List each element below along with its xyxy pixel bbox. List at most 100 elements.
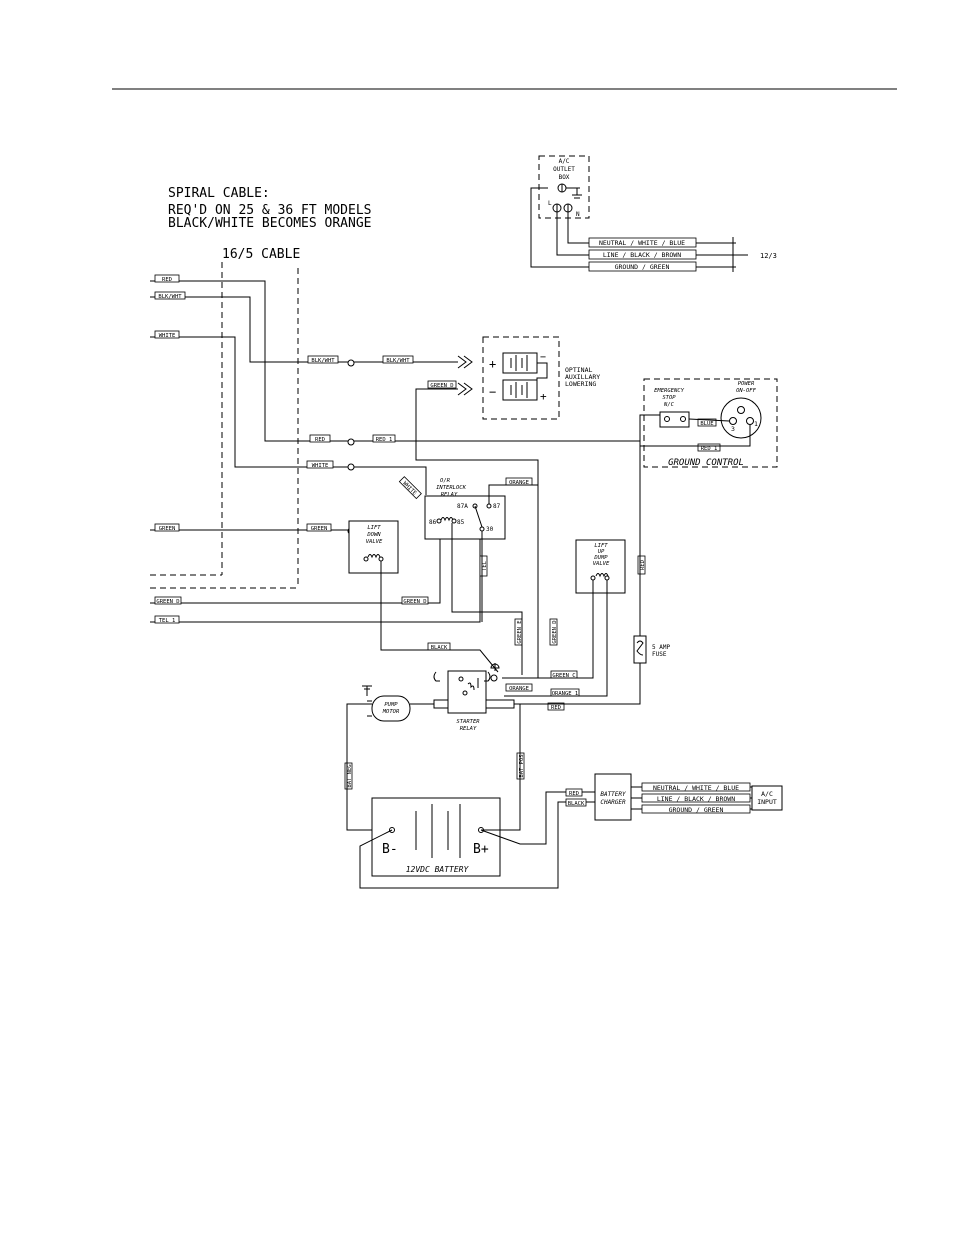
outlet-title-2: OUTLET	[553, 166, 575, 173]
charger-ground-wire-label: GROUND / GREEN	[669, 806, 724, 814]
fuse-label-2: FUSE	[652, 651, 667, 658]
charger-label-1: BATTERY	[600, 791, 626, 798]
fuse: 5 AMP FUSE	[515, 441, 670, 705]
battery-pos-label: B+	[473, 842, 489, 857]
label-white-a: WHITE	[312, 463, 329, 469]
terminal-1: 1	[754, 420, 758, 428]
aux-plus-2: +	[540, 390, 547, 403]
starter-relay: STARTER RELAY	[410, 663, 515, 732]
relay-label-1: O/R	[440, 478, 451, 484]
fuse-label-1: 5 AMP	[652, 644, 670, 651]
label-bat-neg: BAT NEG	[347, 764, 353, 787]
aux-plus-1: +	[489, 357, 496, 371]
label-green-c: GREEN C	[552, 673, 575, 679]
spiral-title: SPIRAL CABLE:	[168, 186, 270, 201]
label-blkwht-b: BLK/WHT	[386, 358, 410, 364]
relay-pin-87a: 87A	[457, 503, 468, 510]
wire-label-white: WHITE	[159, 333, 176, 339]
charger-line-wire-label: LINE / BLACK / BROWN	[657, 795, 735, 803]
spiral-line-2: BLACK/WHITE BECOMES ORANGE	[168, 216, 372, 231]
lift-up-label-4: VALVE	[593, 561, 610, 567]
lift-up-label-3: DUMP	[593, 555, 608, 561]
spiral-cable-note: SPIRAL CABLE: REQ'D ON 25 & 36 FT MODELS…	[168, 186, 372, 262]
battery: B- B+ 12VDC BATTERY	[359, 703, 566, 889]
wire-label-blkwht: BLK/WHT	[158, 294, 182, 300]
aux-lowering: + − − + OPTINAL AUXILLARY LOWERING	[415, 336, 600, 678]
pump-label-1: PUMP	[384, 702, 398, 708]
label-blue: BLUE	[700, 421, 713, 427]
outlet-neutral-wire-label: NEUTRAL / WHITE / BLUE	[599, 239, 685, 247]
battery-neg-label: B-	[382, 842, 398, 857]
charger-neutral-wire-label: NEUTRAL / WHITE / BLUE	[653, 784, 739, 792]
ac-input-label-1: A/C	[761, 790, 773, 798]
starter-label-1: STARTER	[456, 719, 480, 725]
label-green-e: GREEN E	[517, 620, 523, 643]
ac-outlet-box: A/C OUTLET BOX L N NEUTRAL / WHITE / BLU…	[530, 155, 777, 272]
outlet-title-3: BOX	[559, 174, 570, 181]
label-orange-1: ORANGE 1	[552, 691, 579, 697]
outlet-l-label: L	[548, 200, 552, 207]
battery-voltage-label: 12VDC BATTERY	[406, 865, 470, 874]
charger-black-label: BLACK	[568, 801, 585, 807]
wire-label-tel: TEL 1	[159, 618, 176, 624]
lift-up-label-1: LIFT	[594, 543, 608, 549]
ac-input-label-2: INPUT	[757, 798, 777, 806]
outlet-n-label: N	[576, 211, 580, 218]
aux-minus-1: −	[489, 385, 496, 399]
power-keyswitch	[720, 397, 762, 439]
aux-label-1: OPTINAL	[565, 366, 592, 374]
aux-battery-1	[502, 352, 538, 374]
label-blkwht-a: BLK/WHT	[311, 358, 335, 364]
lift-up-dump-valve: LIFT UP DUMP VALVE	[502, 539, 626, 697]
connectors	[347, 359, 355, 535]
label-red-c: RED	[551, 705, 561, 711]
label-red-v: RED	[640, 560, 646, 570]
relay-label-2: INTERLOCK	[436, 485, 466, 491]
outlet-ground-wire-label: GROUND / GREEN	[615, 263, 670, 271]
label-orange-a: ORANGE	[509, 686, 529, 692]
wire-label-green-d: GREEN D	[156, 599, 179, 605]
wire-label-red: RED	[162, 277, 172, 283]
cable-label: 16/5 CABLE	[222, 247, 300, 262]
spiral-line-1: REQ'D ON 25 & 36 FT MODELS	[168, 203, 372, 218]
battery-charger: BATTERY CHARGER RED BLACK NEUTRAL / WHIT…	[565, 773, 783, 821]
relay-pin-85: 85	[457, 519, 465, 526]
ground-control: GROUND CONTROL EMERGENCY STOP N/C POWER …	[639, 378, 778, 468]
starter-label-2: RELAY	[460, 726, 477, 732]
aux-label-2: AUXILLARY	[565, 373, 600, 381]
ground-control-title: GROUND CONTROL	[668, 458, 744, 468]
relay-label-3: RELAY	[441, 492, 458, 498]
relay-pin-30: 30	[486, 526, 494, 533]
lift-down-label-3: VALVE	[366, 539, 383, 545]
lift-down-label-1: LIFT	[367, 525, 381, 531]
outlet-title-1: A/C	[559, 158, 570, 165]
estop-label-1: EMERGENCY	[654, 388, 684, 394]
pump-label-2: MOTOR	[382, 709, 400, 715]
cable-size-label: 12/3	[760, 252, 777, 260]
label-green-d3: GREEN D	[552, 620, 558, 643]
wire-label-green: GREEN	[159, 526, 176, 532]
power-label-2: ON-OFF	[736, 388, 757, 394]
label-green-d: GREEN D	[430, 383, 453, 389]
relay-pin-87: 87	[493, 503, 501, 510]
estop-label-3: N/C	[663, 402, 675, 408]
charger-label-2: CHARGER	[600, 799, 626, 806]
label-white-b: WHITE	[401, 481, 417, 497]
label-green-a: GREEN	[311, 526, 328, 532]
label-orange: ORANGE	[509, 480, 529, 486]
power-label-1: POWER	[738, 381, 755, 387]
ac-input-box	[751, 785, 783, 811]
label-red-b: RED 1	[376, 437, 393, 443]
lift-down-label-2: DOWN	[366, 532, 381, 538]
label-black: BLACK	[431, 645, 448, 651]
lift-down-valve: LIFT DOWN VALVE	[348, 520, 499, 673]
outlet-line-wire-label: LINE / BLACK / BROWN	[603, 251, 681, 259]
label-green-d2: GREEN D	[403, 599, 426, 605]
label-red-1: RED 1	[701, 446, 718, 452]
lift-up-label-2: UP	[598, 549, 605, 555]
label-red-a: RED	[315, 437, 325, 443]
interlock-relay: O/R INTERLOCK RELAY 87A 87 86 85 30	[424, 478, 538, 675]
cable-boundary	[150, 262, 299, 589]
label-tel: TEL	[482, 560, 488, 571]
